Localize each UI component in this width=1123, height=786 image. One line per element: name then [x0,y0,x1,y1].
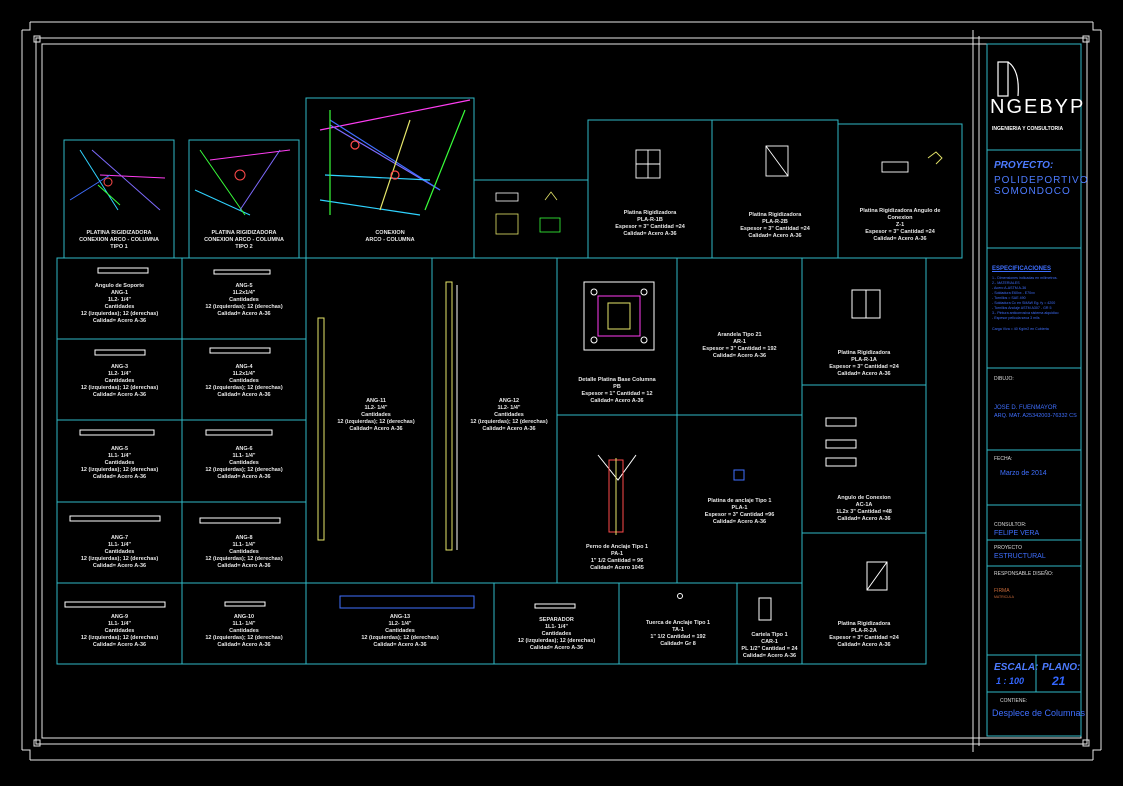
plate-sketch-c5 [635,149,661,179]
cell-title-angulo-conexion: Angulo de Conexion AC-1A 1L2x 3" Cantida… [836,495,892,522]
cell-title-ang-9: ANG-9 1L1- 1/4" Cantidades 12 (izquierda… [80,614,159,648]
project-type-label: PROYECTO [994,545,1022,551]
connection-sketch-3 [319,99,471,216]
cell-title-platina-anclaje: Platina de anclaje Tipo 1 PLA-1 Espesor … [704,498,775,525]
spec-line: - Soldadura Cc en SMAW Eg. fy = 4200 [992,301,1056,305]
cell-title-pla-r-1b: Platina Rigidizadora PLA-R-1B Espesor = … [615,210,685,237]
cell-title-platina-base: Detalle Platina Base Columna PB Espesor … [578,377,656,404]
cell-title-conexion-tipo-2: PLATINA RIGIDIZADORA CONEXION ARCO - COL… [204,230,284,250]
cell-title-z-1: Platina Rigidizadora Angulo de Conexion … [859,208,941,242]
company-tagline: INGENIERIA Y CONSULTORIA [992,126,1064,132]
cell-title-ang-1: Angulo de Soporte ANG-1 1L2- 1/4" Cantid… [80,283,159,324]
cell-title-ang-8: ANG-8 1L1- 1/4" Cantidades 12 (izquierda… [205,535,283,569]
project-label: PROYECTO: [994,160,1054,171]
cell-title-cartela: Cartela Tipo 1 CAR-1 PL 1/2" Cantidad = … [741,632,798,659]
angle-bars [64,267,576,609]
content-value: Desplece de Columnas [992,708,1086,718]
detail-grid [56,97,963,665]
cell-title-pla-r-2a: Platina Rigidizadora PLA-R-2A Espesor = … [829,621,899,648]
anchor-bolt-sketch [597,454,637,535]
connection-sketch-1 [69,149,166,211]
cell-title-ang-4: ANG-4 1L2x1/4" Cantidades 12 (izquierdas… [205,364,283,398]
signature-sub: MATRICULA [994,595,1014,599]
cell-title-pla-r-1a: Platina Rigidizadora PLA-R-1A Espesor = … [829,350,899,377]
consultant-label: CONSULTOR: [994,522,1027,528]
content-label: CONTIENE: [1000,698,1028,704]
company-name: NGEBYP [990,96,1086,118]
cell-title-ang-5: ANG-5 1L1- 1/4" Cantidades 12 (izquierda… [80,446,159,480]
spec-line: 3.- Pintura anticorrosiva sistema alquid… [992,311,1059,315]
spec-line: - Tornillos Anclaje ASTM A307 - GR 5 [992,306,1052,310]
cell-title-ang-11: ANG-11 1L2- 1/4" Cantidades 12 (izquierd… [337,398,415,432]
project-name-line-1: POLIDEPORTIVO [994,175,1089,186]
cell-title-ang-7: ANG-7 1L1- 1/4" Cantidades 12 (izquierda… [80,535,159,569]
cell-title-pla-r-2b: Platina Rigidizadora PLA-R-2B Espesor = … [740,212,810,239]
engineer-registration: ARQ. MAT. A25342003-76332 CS [994,413,1077,419]
specs-label: ESPECIFICACIONES [992,266,1052,272]
base-plate-sketch [583,281,655,351]
consultant-value: FELIPE VERA [994,530,1040,537]
project-type-value: ESTRUCTURAL [994,553,1046,560]
cell-title-conexion-tipo-1: PLATINA RIGIDIZADORA CONEXION ARCO - COL… [79,230,159,250]
sheet-label: PLANO: [1042,662,1081,673]
scale-value: 1 : 100 [996,676,1025,686]
cell-title-separador: SEPARADOR 1L1- 1/4" Cantidades 12 (izqui… [517,617,596,651]
spec-footer: Carga Viva = 40 Kg/m2 en Cubierta [992,327,1049,331]
cell-title-ang-3: ANG-3 1L2- 1/4" Cantidades 12 (izquierda… [80,364,159,398]
cell-title-conexion-arco: CONEXION ARCO - COLUMNA [365,230,415,243]
engineer-name: JOSE D. FUENMAYOR [994,405,1057,411]
spec-line: - Espesor pelicula seca 3 mils [992,316,1040,320]
spec-line: 1.- Dimensiones indicadas en milimetros. [992,276,1058,280]
small-parts [677,289,888,621]
scale-label: ESCALA: [994,662,1039,673]
responsible-label: RESPONSABLE DISEÑO: [994,571,1054,577]
date-label: FECHA: [994,456,1013,462]
drawn-label: DIBUJO: [994,376,1014,382]
cell-title-ang-10: ANG-10 1L1- 1/4" Cantidades 12 (izquierd… [205,614,283,648]
cell-title-perno-anclaje: Perno de Anclaje Tipo 1 PA-1 1" 1/2 Cant… [585,544,649,571]
plate-sketch-c6 [765,145,789,177]
spec-line: 2.- MATERIALES [992,281,1020,285]
plate-sketch-c4 [495,191,561,235]
spec-line: - Tornillos = SAE 490 [992,296,1026,300]
sheet-number: 21 [1052,674,1066,688]
connection-sketch-2 [194,149,291,216]
cell-title-ang-5a: ANG-5 1L2x1/4" Cantidades 12 (izquierdas… [205,283,283,317]
cell-title-ang-12: ANG-12 1L2- 1/4" Cantidades 12 (izquierd… [470,398,548,432]
company-logo-mark [997,61,1019,97]
date-value: Marzo de 2014 [1000,470,1047,477]
cell-title-ang-13: ANG-13 1L2- 1/4" Cantidades 12 (izquierd… [361,614,439,648]
signature-label: FIRMA [994,588,1010,594]
cell-title-tuerca: Tuerca de Anclaje Tipo 1 TA-1 1" 1/2 Can… [645,620,711,647]
project-name-line-2: SOMONDOCO [994,186,1071,197]
cell-title-ang-6: ANG-6 1L1- 1/4" Cantidades 12 (izquierda… [205,446,283,480]
plate-sketch-c7 [881,151,943,173]
cell-title-arandela: Arandela Tipo 21 AR-1 Espesor = 3" Canti… [702,332,777,359]
specs-list: 1.- Dimensiones indicadas en milimetros.… [992,276,1078,332]
spec-line: - Acero A-ASTM A-36 [992,286,1027,290]
spec-line: - Soldadura E60xx - E70xx [992,291,1035,295]
titleblock-lines [986,43,1082,737]
